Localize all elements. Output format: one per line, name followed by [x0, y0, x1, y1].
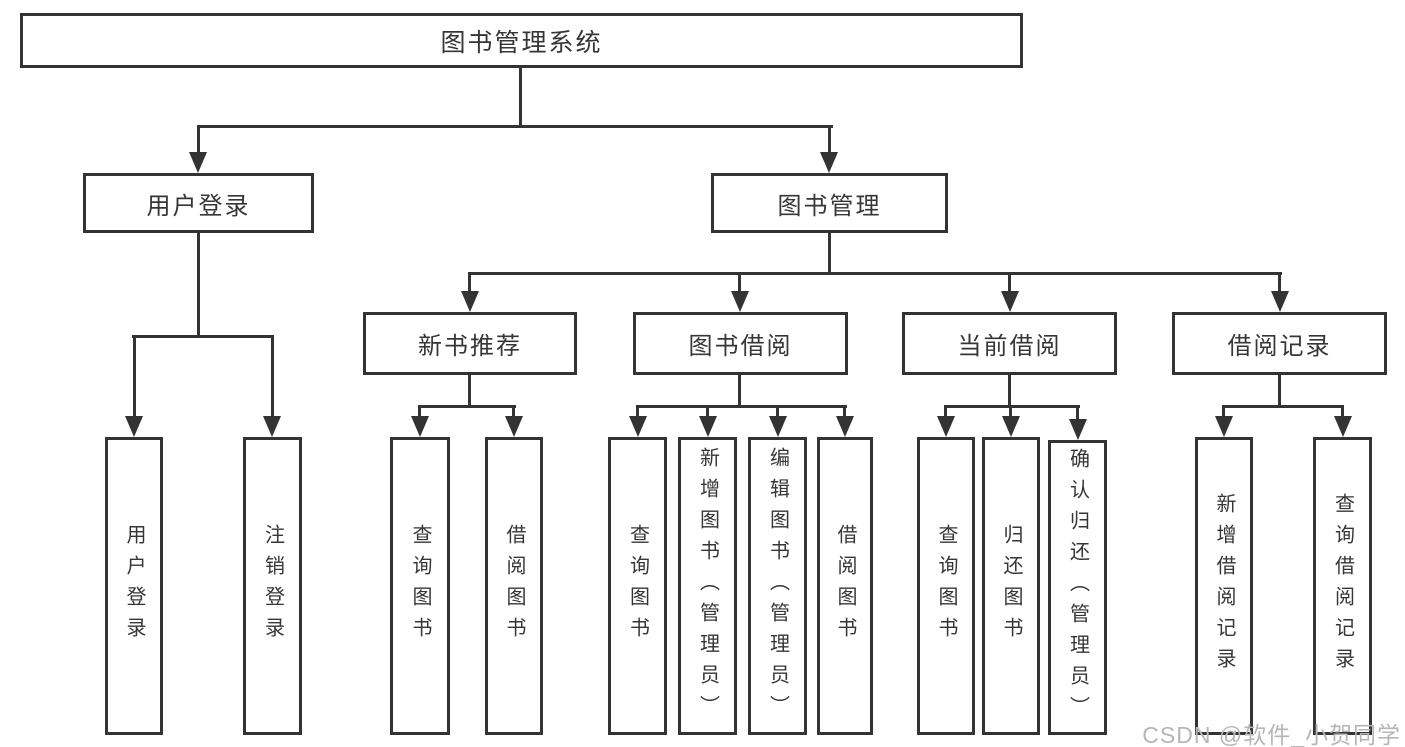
- connector-line: [636, 405, 639, 421]
- leaf-recommend-query-books: 查询图书: [390, 437, 450, 735]
- connector-line: [738, 272, 741, 294]
- connector-line: [828, 125, 831, 155]
- leaf-label: 查询图书: [409, 524, 431, 648]
- connector-line: [132, 335, 274, 338]
- node-label: 新书推荐: [418, 333, 522, 360]
- connector-line: [944, 405, 1080, 408]
- connector-line: [271, 335, 274, 419]
- connector-line: [1009, 405, 1012, 421]
- connector-line: [197, 233, 200, 337]
- connector-line: [1278, 272, 1281, 294]
- leaf-label: 编辑图书（管理员）: [766, 446, 789, 726]
- node-label: 图书借阅: [688, 333, 793, 360]
- node-new-book-recommend: 新书推荐: [363, 312, 577, 375]
- connector-line: [197, 125, 833, 128]
- arrowhead-down-icon: [1069, 419, 1087, 440]
- leaf-logout-login: 注销登录: [243, 437, 302, 735]
- node-borrow-records: 借阅记录: [1172, 312, 1387, 375]
- arrowhead-down-icon: [937, 416, 955, 437]
- arrowhead-down-icon: [263, 416, 281, 437]
- leaf-label: 查询借阅记录: [1331, 493, 1354, 679]
- leaf-label: 注销登录: [261, 524, 284, 648]
- leaf-borrow-query-books: 查询图书: [608, 437, 667, 735]
- node-library-management-system: 图书管理系统: [20, 13, 1023, 68]
- leaf-label: 查询图书: [935, 524, 957, 648]
- arrowhead-down-icon: [629, 416, 647, 437]
- leaf-current-confirm-return-admin: 确认归还（管理员）: [1048, 440, 1107, 735]
- leaf-current-return-books: 归还图书: [982, 437, 1040, 735]
- connector-line: [468, 375, 471, 407]
- arrowhead-down-icon: [699, 416, 717, 437]
- connector-line: [1278, 375, 1281, 407]
- leaf-label: 查询图书: [626, 524, 649, 648]
- node-user-login: 用户登录: [83, 173, 314, 233]
- connector-line: [1076, 405, 1079, 424]
- connector-line: [1008, 272, 1011, 294]
- connector-line: [706, 405, 709, 421]
- arrowhead-down-icon: [1002, 416, 1020, 437]
- leaf-label: 用户登录: [123, 524, 145, 648]
- connector-line: [1341, 405, 1344, 421]
- leaf-borrow-borrow-books: 借阅图书: [817, 437, 873, 735]
- leaf-label: 借阅图书: [834, 524, 856, 648]
- node-label: 图书管理系统: [440, 28, 603, 57]
- connector-line: [1222, 405, 1344, 408]
- arrowhead-down-icon: [505, 416, 523, 437]
- leaf-label: 借阅图书: [503, 524, 525, 648]
- connector-line: [468, 272, 471, 294]
- leaf-label: 新增借阅记录: [1213, 493, 1235, 679]
- node-label: 用户登录: [146, 192, 251, 220]
- connector-line: [418, 405, 516, 408]
- leaf-user-login: 用户登录: [105, 437, 163, 735]
- connector-line: [468, 272, 1282, 275]
- leaf-label: 确认归还（管理员）: [1066, 448, 1089, 727]
- leaf-records-add-record: 新增借阅记录: [1195, 437, 1253, 735]
- leaf-borrow-edit-books-admin: 编辑图书（管理员）: [748, 437, 807, 735]
- node-label: 当前借阅: [957, 333, 1062, 360]
- arrowhead-down-icon: [836, 416, 854, 437]
- arrowhead-down-icon: [820, 152, 838, 173]
- csdn-watermark: CSDN @软件_小贺同学: [1142, 722, 1401, 747]
- connector-line: [828, 233, 831, 274]
- connector-line: [418, 405, 421, 421]
- arrowhead-down-icon: [731, 291, 749, 312]
- connector-line: [636, 405, 847, 408]
- leaf-label: 归还图书: [1000, 524, 1022, 648]
- connector-line: [519, 68, 522, 128]
- arrowhead-down-icon: [1215, 416, 1233, 437]
- arrowhead-down-icon: [1334, 416, 1352, 437]
- arrowhead-down-icon: [769, 416, 787, 437]
- node-book-borrow: 图书借阅: [633, 312, 848, 375]
- arrowhead-down-icon: [189, 152, 207, 173]
- leaf-borrow-add-books-admin: 新增图书（管理员）: [678, 437, 737, 735]
- node-label: 图书管理: [777, 192, 882, 220]
- leaf-current-query-books: 查询图书: [917, 437, 975, 735]
- arrowhead-down-icon: [461, 291, 479, 312]
- arrowhead-down-icon: [125, 416, 143, 437]
- arrowhead-down-icon: [1001, 291, 1019, 312]
- connector-line: [738, 375, 741, 407]
- arrowhead-down-icon: [411, 416, 429, 437]
- leaf-label: 新增图书（管理员）: [696, 446, 719, 726]
- arrowhead-down-icon: [1271, 291, 1289, 312]
- connector-line: [776, 405, 779, 421]
- node-label: 借阅记录: [1227, 333, 1332, 360]
- connector-line: [512, 405, 515, 421]
- node-current-borrow: 当前借阅: [902, 312, 1117, 375]
- node-book-management: 图书管理: [711, 173, 948, 233]
- connector-line: [197, 125, 200, 155]
- leaf-recommend-borrow-books: 借阅图书: [485, 437, 543, 735]
- connector-line: [133, 335, 136, 419]
- connector-line: [1008, 375, 1011, 407]
- connector-line: [843, 405, 846, 421]
- leaf-records-query-record: 查询借阅记录: [1313, 437, 1372, 735]
- connector-line: [1222, 405, 1225, 421]
- connector-line: [944, 405, 947, 421]
